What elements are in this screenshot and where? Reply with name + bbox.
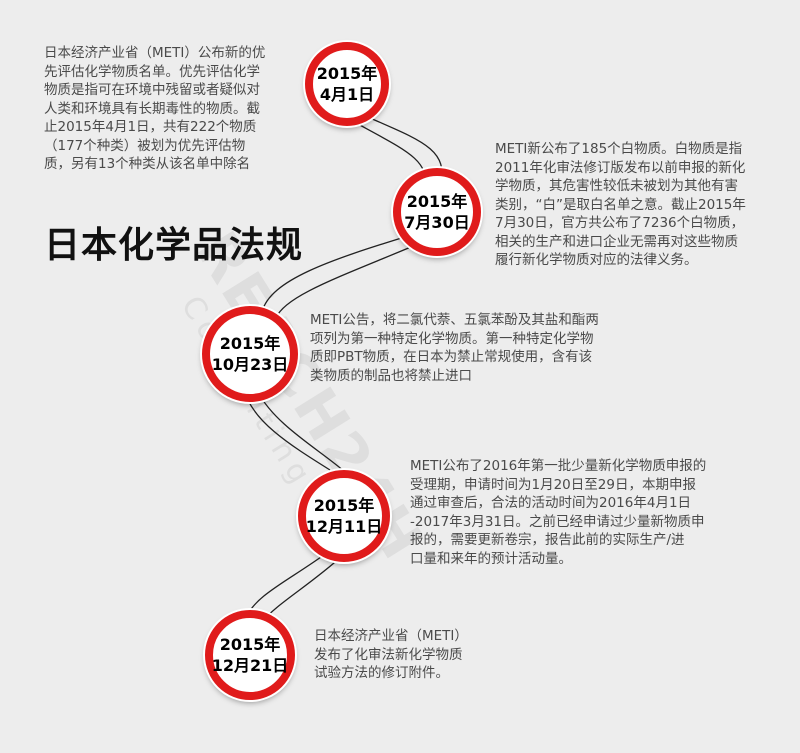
event-node-3: 2015年 10月23日 bbox=[202, 306, 298, 402]
event-node-4: 2015年 12月11日 bbox=[298, 470, 390, 562]
event-node-2: 2015年 7月30日 bbox=[393, 168, 481, 256]
event-date: 12月21日 bbox=[211, 656, 289, 675]
event-description-5: 日本经济产业省（METI） 发布了化审法新化学物质 试验方法的修订附件。 bbox=[314, 628, 468, 681]
event-date: 4月1日 bbox=[319, 85, 375, 104]
event-year: 2015年 bbox=[219, 635, 281, 654]
page-title: 日本化学品法规 bbox=[44, 225, 304, 266]
event-description-2: METI新公布了185个白物质。白物质是指 2011年化审法修订版发布以前申报的… bbox=[495, 141, 746, 268]
event-date: 12月11日 bbox=[305, 517, 383, 536]
event-year: 2015年 bbox=[406, 192, 468, 211]
event-year: 2015年 bbox=[313, 496, 375, 515]
event-date: 7月30日 bbox=[404, 213, 470, 232]
event-description-1: 日本经济产业省（METI）公布新的优 先评估化学物质名单。优先评估化学 物质是指… bbox=[44, 45, 266, 172]
event-date: 10月23日 bbox=[211, 355, 289, 374]
event-year: 2015年 bbox=[219, 334, 281, 353]
event-description-4: METI公布了2016年第一批少量新化学物质申报的 受理期，申请时间为1月20日… bbox=[410, 458, 707, 567]
event-description-3: METI公告，将二氯代萘、五氯苯酚及其盐和酯两 项列为第一种特定化学物质。第一种… bbox=[310, 312, 599, 384]
connector-2-3b bbox=[275, 243, 419, 319]
event-year: 2015年 bbox=[316, 64, 378, 83]
connector-4-5a bbox=[245, 551, 329, 619]
connector-3-4b bbox=[257, 391, 346, 473]
event-node-5: 2015年 12月21日 bbox=[205, 610, 295, 700]
event-node-1: 2015年 4月1日 bbox=[305, 42, 389, 126]
connector-2-3a bbox=[261, 235, 409, 313]
